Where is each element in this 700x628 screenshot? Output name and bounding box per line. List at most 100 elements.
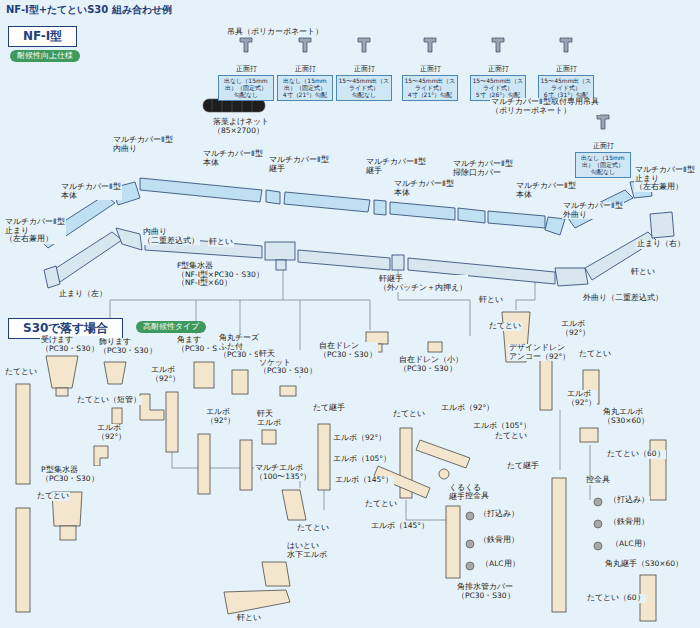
part-name: マルチカバーⅡ型 本体 <box>515 182 577 199</box>
spec-box: 出なし（15mm出）（固定式）勾配なし <box>575 152 631 178</box>
part-name: デザインドレン アンコー（92°） <box>508 344 571 361</box>
eaves-gutter <box>44 212 674 288</box>
part-name: 止まり（左） <box>58 290 108 299</box>
mount-type: 正面打 <box>555 65 578 73</box>
hanger-spec: 正面打15〜45mm出（スライド式）5寸（26°）勾配 <box>470 56 526 101</box>
downpipe-part <box>580 428 598 442</box>
spec-text: 4寸（21°）勾配 <box>404 91 456 98</box>
hanger-spec: 正面打 15〜45mm出（スライド式）4寸（21°）勾配 <box>402 56 458 101</box>
part-name: エルボ （92°） <box>566 390 597 407</box>
downpipe-part <box>282 490 306 520</box>
part-name: マルチカバーⅡ型 止まり （左右兼用） <box>634 166 696 192</box>
leader-line <box>590 445 591 500</box>
part-name: マルチカバーⅡ型 内曲り <box>112 136 174 153</box>
hanger-spec: 正面打出なし（15mm出）（固定式）4寸（21°）勾配 <box>277 56 333 101</box>
eaves-gutter <box>265 242 295 260</box>
part-name: マルチカバーⅡ型取付専用吊具 （ポリカーボネート） <box>490 98 600 115</box>
part-name: マルチカバーⅡ型 本体 <box>202 150 264 167</box>
downpipe-part <box>194 362 214 388</box>
hanger-spec: 正面打 15〜45mm出（スライド式）勾配なし <box>336 56 392 101</box>
leader-line <box>324 490 325 510</box>
downpipe-part <box>280 386 296 396</box>
spec-box: 15〜45mm出（スライド式）4寸（21°）勾配 <box>402 75 458 101</box>
leader-line <box>516 282 535 310</box>
leader-line <box>110 262 590 520</box>
part-name: たてとい <box>4 368 38 377</box>
spec-box: 出なし（15mm出）（固定式）勾配なし <box>218 75 274 101</box>
section-box: NF-Ⅰ型 <box>8 26 77 47</box>
downpipe-part <box>46 356 78 388</box>
eaves-gutter <box>276 260 286 270</box>
part-name: たてとい <box>488 322 522 331</box>
part-name: （鉄骨用） <box>608 518 650 527</box>
downpipe-part <box>104 362 126 384</box>
downpipe-part <box>94 446 108 466</box>
part-name: （ALC用） <box>610 540 651 549</box>
part-name: エルボ（105°） <box>332 455 392 464</box>
part-name: たて継手 <box>312 404 346 413</box>
eaves-gutter <box>116 228 142 250</box>
spec-box: 出なし（15mm出）（固定式）4寸（21°）勾配 <box>277 75 333 101</box>
mount-type: 正面打 <box>487 65 510 73</box>
part-name: エルボ（92°） <box>332 434 387 443</box>
part-name: 角排水管カバー （PC30・S30） <box>456 583 516 600</box>
downpipe-part <box>240 440 252 490</box>
downpipe-part <box>140 394 164 420</box>
part-name: 内曲り （二重差込式） <box>142 228 200 245</box>
part-name: F型集水器 （NF-Ⅰ型×PC30・S30） （NF-Ⅰ型×60） <box>176 262 265 288</box>
gutter-cover <box>545 217 565 235</box>
leader-line <box>370 300 371 330</box>
node-text: S30で落す場合 <box>23 320 108 337</box>
spec-box: 15〜45mm出（スライド式）6寸（31°）勾配 <box>538 75 594 101</box>
downpipe-part <box>446 506 460 578</box>
eaves-gutter <box>650 212 674 238</box>
part-name: P型集水器 （PC30・S30） <box>40 466 100 483</box>
mount-type: 正面打 <box>294 65 317 73</box>
part-name: エルボ（105°） <box>472 422 532 431</box>
hanger-icon <box>597 115 609 129</box>
part-name: エルボ（145°） <box>334 476 394 485</box>
spec-text: 出なし（15mm出）（固定式） <box>279 77 331 91</box>
downpipe-part <box>56 388 68 396</box>
downpipe-part <box>224 590 290 614</box>
hanger-spec: 正面打出なし（15mm出）（固定式）勾配なし <box>218 56 274 101</box>
part-name: 軒継手 （外パッチン＋内押え） <box>378 275 468 292</box>
spec-text: 出なし（15mm出）（固定式） <box>220 77 272 91</box>
part-name: たてとい <box>36 492 70 501</box>
part-name: マルチカバーⅡ型 掃除口カバー <box>452 160 514 177</box>
part-name: 控金具 <box>464 492 490 501</box>
part-name: （鉄骨用） <box>478 536 520 545</box>
part-name: 吊具（ポリカーボネート） <box>226 28 324 37</box>
hanger-spec: 正面打 15〜45mm出（スライド式）6寸（31°）勾配 <box>538 56 594 101</box>
grade-badge: 高耐候性タイプ <box>136 321 206 333</box>
spec-text: 15〜45mm出（スライド式） <box>338 77 390 91</box>
bracket-icon <box>466 562 474 570</box>
spec-text: 勾配なし <box>577 168 629 175</box>
hanger-icon <box>240 38 252 52</box>
spec-text: 15〜45mm出（スライド式） <box>404 77 456 91</box>
hanger-icon <box>358 38 370 52</box>
part-name: 角丸継手（S30×60） <box>604 560 684 569</box>
downpipe-part <box>198 434 210 494</box>
gutter-cover <box>390 202 455 220</box>
part-name: エルボ （92°） <box>96 424 127 441</box>
leader-line <box>240 300 241 334</box>
downpipe-part <box>16 384 30 484</box>
eaves-gutter <box>44 266 60 288</box>
bracket-icon <box>466 540 474 548</box>
part-name: たてとい <box>494 432 528 441</box>
part-name: エルボ （92°） <box>560 320 591 337</box>
leaf-net <box>203 99 265 112</box>
bracket-icon <box>466 512 474 520</box>
downpipe-part <box>232 370 248 394</box>
part-name: たて継手 <box>506 462 540 471</box>
spec-text: 15〜45mm出（スライド式） <box>540 77 592 91</box>
downpipe-part <box>16 508 30 612</box>
hanger-icon <box>299 38 311 52</box>
part-name: たてとい <box>296 524 330 533</box>
mount-type: 正面打 <box>419 65 442 73</box>
mount-type: 正面打 <box>353 65 376 73</box>
gutter-cover <box>374 200 386 215</box>
gutter-cover <box>488 211 545 228</box>
spec-text: 勾配なし <box>338 91 390 98</box>
